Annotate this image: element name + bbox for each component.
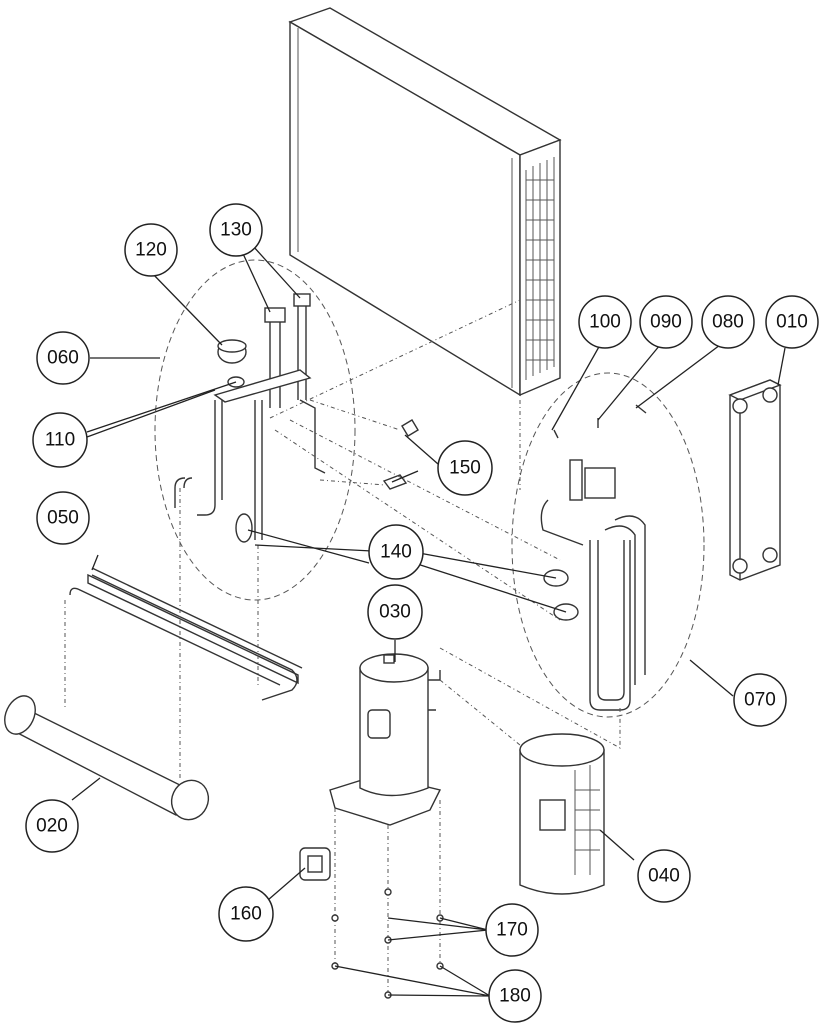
svg-text:020: 020 (36, 816, 68, 837)
piping-assembly-070 (540, 404, 647, 711)
callout-100: 100 (578, 295, 632, 349)
svg-text:160: 160 (230, 904, 262, 925)
svg-text:180: 180 (499, 986, 531, 1007)
callout-110: 110 (32, 412, 88, 468)
callout-070: 070 (733, 673, 787, 727)
svg-text:090: 090 (650, 312, 682, 333)
plate-heat-exchanger (728, 379, 782, 581)
svg-text:130: 130 (220, 220, 252, 241)
callout-150: 150 (437, 440, 493, 496)
svg-text:100: 100 (589, 312, 621, 333)
callout-140: 140 (368, 524, 424, 580)
svg-text:120: 120 (135, 240, 167, 261)
callout-010: 010 (765, 295, 819, 349)
bracket-160 (299, 847, 331, 881)
compressor-030 (329, 653, 442, 826)
svg-text:150: 150 (449, 458, 481, 479)
callout-090: 090 (639, 295, 693, 349)
leader-lines (71, 244, 786, 997)
callout-020: 020 (25, 799, 79, 853)
callout-030: 030 (367, 584, 423, 640)
callout-060: 060 (36, 331, 90, 385)
svg-text:080: 080 (712, 312, 744, 333)
callout-160: 160 (218, 886, 274, 942)
svg-text:070: 070 (744, 690, 776, 711)
svg-text:170: 170 (496, 920, 528, 941)
assembly-070-outline (511, 372, 705, 718)
svg-text:110: 110 (45, 430, 75, 451)
callout-130: 130 (209, 203, 263, 257)
connection-lines (64, 299, 621, 778)
svg-text:060: 060 (47, 348, 79, 369)
assembly-060-outline (154, 259, 356, 601)
svg-text:050: 050 (47, 508, 79, 529)
callout-080: 080 (701, 295, 755, 349)
piping-assembly-060 (174, 293, 326, 543)
svg-text:140: 140 (380, 542, 412, 563)
tank-020 (4, 695, 210, 821)
electrical-box-040 (519, 733, 605, 895)
svg-text:010: 010 (776, 312, 808, 333)
svg-text:030: 030 (379, 602, 411, 623)
callout-120: 120 (124, 223, 178, 277)
svg-text:040: 040 (648, 866, 680, 887)
callout-040: 040 (637, 849, 691, 903)
receiver-pipe-050 (69, 567, 303, 701)
callout-050: 050 (36, 491, 90, 545)
coil-panel (288, 7, 562, 397)
callout-180: 180 (488, 969, 542, 1023)
callout-170: 170 (485, 903, 539, 957)
